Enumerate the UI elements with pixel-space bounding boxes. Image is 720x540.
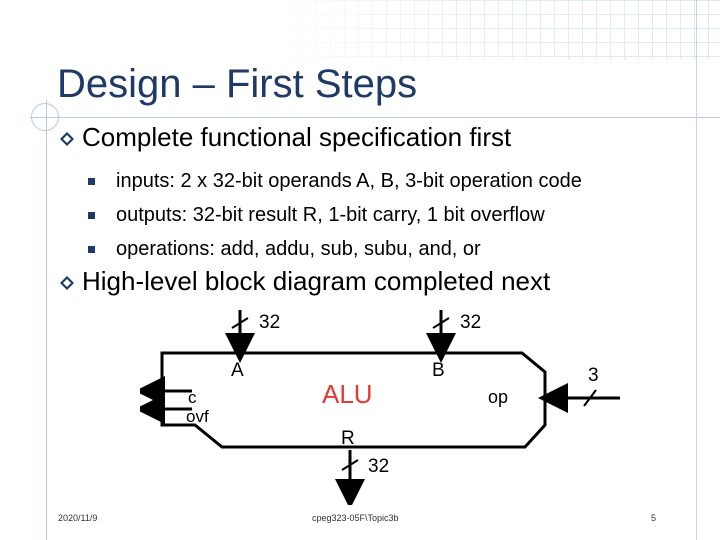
decorative-horizontal-line bbox=[30, 117, 720, 118]
alu-block-diagram: 32 32 32 3 A B R op c ovf ALU bbox=[140, 310, 620, 505]
square-bullet-icon bbox=[88, 245, 95, 253]
footer-course: cpeg323-05F\Topic3b bbox=[312, 513, 399, 523]
footer-page-number: 5 bbox=[651, 513, 657, 523]
port-a-label: A bbox=[231, 360, 244, 381]
sub-bullet-text: operations: add, addu, sub, subu, and, o… bbox=[116, 237, 481, 260]
sub-bullet-text: outputs: 32-bit result R, 1-bit carry, 1… bbox=[116, 203, 545, 226]
decorative-right-line bbox=[696, 0, 697, 540]
port-b-label: B bbox=[432, 360, 445, 381]
square-bullet-icon bbox=[88, 211, 95, 219]
port-ovf-label: ovf bbox=[186, 407, 209, 426]
sub-bullet-list: inputs: 2 x 32-bit operands A, B, 3-bit … bbox=[88, 164, 582, 266]
bullet-text: High-level block diagram completed next bbox=[82, 266, 551, 296]
sub-bullet-item: outputs: 32-bit result R, 1-bit carry, 1… bbox=[88, 198, 582, 232]
square-bullet-icon bbox=[88, 177, 95, 185]
input-a-bus-slash bbox=[231, 317, 249, 329]
sub-bullet-text: inputs: 2 x 32-bit operands A, B, 3-bit … bbox=[116, 169, 582, 192]
bullet-item-2: High-level block diagram completed next bbox=[60, 266, 550, 297]
bullet-text: Complete functional specification first bbox=[82, 122, 512, 152]
port-op-label: op bbox=[488, 387, 508, 407]
op-bus-slash bbox=[583, 389, 597, 407]
decorative-grid-fade bbox=[260, 0, 720, 60]
diamond-bullet-icon bbox=[60, 275, 74, 290]
input-b-bus-slash bbox=[432, 317, 450, 329]
alu-label: ALU bbox=[322, 379, 373, 409]
port-c-label: c bbox=[188, 388, 197, 407]
sub-bullet-item: operations: add, addu, sub, subu, and, o… bbox=[88, 232, 582, 266]
output-r-bus-slash bbox=[341, 459, 359, 471]
decorative-vertical-line bbox=[46, 100, 47, 540]
bullet-item-1: Complete functional specification first bbox=[60, 122, 511, 153]
width-op-label: 3 bbox=[588, 365, 599, 386]
width-r-label: 32 bbox=[368, 456, 389, 477]
width-b-label: 32 bbox=[460, 312, 481, 333]
diamond-bullet-icon bbox=[60, 131, 74, 146]
footer-date: 2020/11/9 bbox=[58, 513, 98, 523]
width-a-label: 32 bbox=[259, 312, 280, 333]
slide-title: Design – First Steps bbox=[57, 62, 418, 106]
alu-body bbox=[160, 351, 547, 449]
decorative-circle bbox=[31, 103, 59, 131]
sub-bullet-item: inputs: 2 x 32-bit operands A, B, 3-bit … bbox=[88, 164, 582, 198]
port-r-label: R bbox=[341, 428, 355, 449]
